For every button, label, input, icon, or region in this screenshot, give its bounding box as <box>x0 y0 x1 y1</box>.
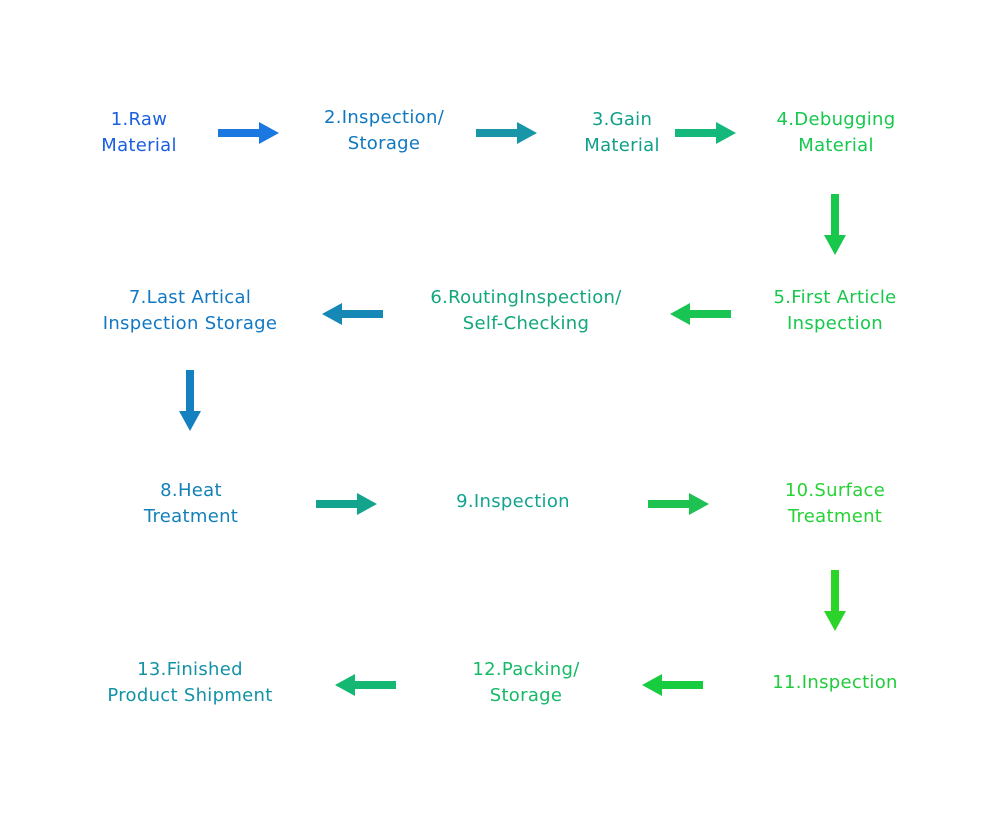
arrow-4-to-5 <box>824 194 846 255</box>
step-3-gain-material: 3.Gain Material <box>584 107 660 159</box>
step-label-line: 7.Last Artical <box>128 287 252 308</box>
arrow-3-to-4 <box>675 122 736 144</box>
step-10-surface-treatment: 10.Surface Treatment <box>785 478 885 530</box>
step-label-line: Inspection Storage <box>102 313 278 334</box>
step-label-line: 6.RoutingInspection/ <box>430 287 622 308</box>
step-9-inspection: 9.Inspection <box>456 489 570 515</box>
step-label-line: Material <box>584 135 660 156</box>
step-label-line: 3.Gain <box>591 109 653 130</box>
arrow-8-to-9 <box>316 493 377 515</box>
step-label-line: 8.Heat <box>160 480 222 501</box>
step-label-line: Material <box>101 135 177 156</box>
step-label-line: 10.Surface <box>784 480 886 501</box>
step-13-finished-product-shipment: 13.Finished Product Shipment <box>107 657 272 709</box>
step-12-packing-storage: 12.Packing/ Storage <box>472 657 579 709</box>
arrow-11-to-12 <box>642 674 703 696</box>
step-label-line: 5.First Article <box>773 287 897 308</box>
step-label-line: Storage <box>347 133 421 154</box>
arrow-9-to-10 <box>648 493 709 515</box>
step-label-line: Treatment <box>143 506 239 527</box>
step-6-routing-inspection: 6.RoutingInspection/ Self-Checking <box>430 285 621 337</box>
step-label-line: Storage <box>489 685 563 706</box>
arrow-7-to-8 <box>179 370 201 431</box>
step-11-inspection: 11.Inspection <box>772 670 898 696</box>
arrow-12-to-13 <box>335 674 396 696</box>
step-label-line: 9.Inspection <box>456 491 570 512</box>
step-label-line: Self-Checking <box>462 313 590 334</box>
arrow-2-to-3 <box>476 122 537 144</box>
step-5-first-article-inspection: 5.First Article Inspection <box>773 285 896 337</box>
step-2-inspection-storage: 2.Inspection/ Storage <box>324 105 444 157</box>
arrow-5-to-6 <box>670 303 731 325</box>
step-label-line: 11.Inspection <box>772 672 898 693</box>
step-label-line: Product Shipment <box>107 685 273 706</box>
step-label-line: 1.Raw <box>110 109 168 130</box>
step-label-line: 13.Finished <box>137 659 243 680</box>
arrow-1-to-2 <box>218 122 279 144</box>
step-label-line: Material <box>798 135 874 156</box>
step-label-line: Inspection <box>787 313 883 334</box>
step-label-line: 12.Packing/ <box>472 659 580 680</box>
step-1-raw-material: 1.Raw Material <box>101 107 177 159</box>
arrow-10-to-11 <box>824 570 846 631</box>
arrow-6-to-7 <box>322 303 383 325</box>
step-4-debugging-material: 4.Debugging Material <box>777 107 896 159</box>
step-label-line: 4.Debugging <box>776 109 896 130</box>
step-7-last-artical-inspection: 7.Last Artical Inspection Storage <box>103 285 278 337</box>
step-label-line: 2.Inspection/ <box>323 107 445 128</box>
step-8-heat-treatment: 8.Heat Treatment <box>144 478 238 530</box>
step-label-line: Treatment <box>787 506 883 527</box>
